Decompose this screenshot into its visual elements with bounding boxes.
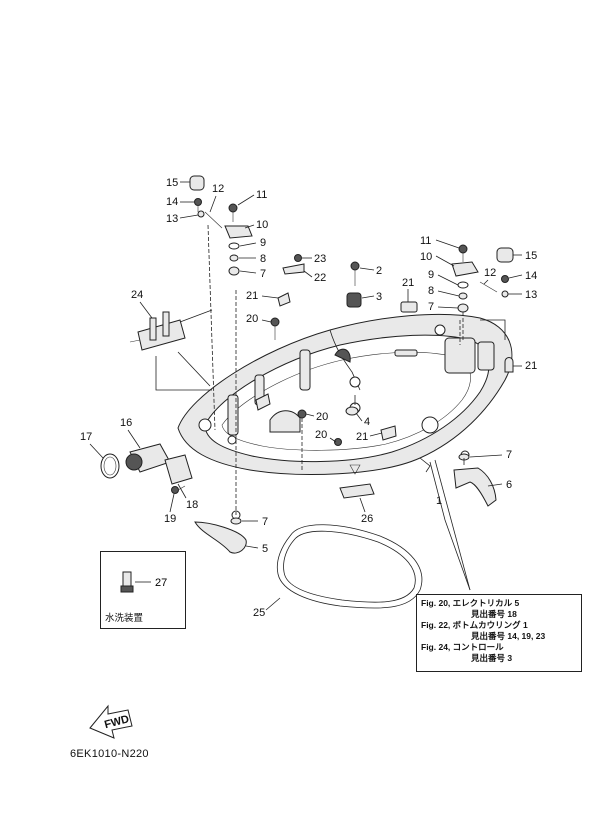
center-top-parts (270, 254, 514, 373)
gasket-25 (276, 524, 423, 609)
callout-15-left: 15 (166, 177, 178, 189)
hose-joint-icon: 27 (120, 571, 167, 593)
right-fastener-group (451, 244, 514, 313)
callout-14-right: 14 (525, 270, 537, 282)
callout-12-right: 12 (484, 267, 496, 279)
callout-10-right: 10 (420, 251, 432, 263)
ref-fig-24: Fig. 24, コントロール (421, 642, 504, 652)
callout-5: 5 (262, 543, 268, 555)
callout-25: 25 (253, 607, 265, 619)
callout-24: 24 (131, 289, 143, 301)
ref-fig-24-sub: 見出番号 3 (471, 653, 513, 663)
callout-3: 3 (376, 291, 382, 303)
bracket-24 (129, 309, 213, 351)
callout-21-right: 21 (525, 360, 537, 372)
ref-fig-22-sub: 見出番号 14, 19, 23 (471, 631, 546, 641)
callout-13-left: 13 (166, 213, 178, 225)
callout-8-right: 8 (428, 285, 434, 297)
drawing-code: 6EK1010-N220 (70, 748, 149, 760)
callout-1: 1 (436, 495, 442, 507)
callout-20-mid: 20 (316, 411, 328, 423)
callout-7-left: 7 (260, 268, 266, 280)
left-fastener-group (189, 175, 253, 276)
ref-fig-22: Fig. 22, ボトムカウリング 1 (421, 620, 528, 630)
callout-16: 16 (120, 417, 132, 429)
callout-2: 2 (376, 265, 382, 277)
callout-9-left: 9 (260, 237, 266, 249)
leader-lines (155, 224, 506, 591)
callout-27: 27 (155, 577, 167, 589)
callout-12-left: 12 (212, 183, 224, 195)
callout-8-left: 8 (260, 253, 266, 265)
flushing-device-box: 27 水洗装置 (100, 551, 186, 629)
callout-9-right: 9 (428, 269, 434, 281)
callout-21-top: 21 (402, 277, 414, 289)
callout-13-right: 13 (525, 289, 537, 301)
callout-21-center: 21 (246, 290, 258, 302)
callout-11-right: 11 (420, 235, 431, 247)
lower-parts (194, 453, 497, 554)
callout-11-left: 11 (256, 189, 267, 201)
ref-fig-20-sub: 見出番号 18 (471, 609, 517, 619)
callout-18: 18 (186, 499, 198, 511)
callout-19: 19 (164, 513, 176, 525)
callout-15-right: 15 (525, 250, 537, 262)
callout-20-top: 20 (246, 313, 258, 325)
callout-26: 26 (361, 513, 373, 525)
callout-7-low-left: 7 (262, 516, 268, 528)
fwd-arrow: FWD (89, 704, 133, 739)
callout-17: 17 (80, 431, 92, 443)
ref-fig-20: Fig. 20, エレクトリカル 5 (421, 598, 520, 608)
callout-7-low-right: 7 (506, 449, 512, 461)
callout-20-low: 20 (315, 429, 327, 441)
connector-16-17-18-19 (100, 443, 193, 494)
bottom-cowling (177, 313, 513, 520)
callout-14-left: 14 (166, 196, 178, 208)
reference-box: Fig. 20, エレクトリカル 5 見出番号 18 Fig. 22, ボトムカ… (416, 594, 582, 672)
callout-labels: 15 14 13 12 11 10 9 8 7 23 22 2 3 21 20 … (80, 177, 537, 619)
callout-4: 4 (364, 416, 370, 428)
callout-21-low: 21 (356, 431, 368, 443)
callout-6: 6 (506, 479, 512, 491)
callout-23: 23 (314, 253, 326, 265)
callout-10-left: 10 (256, 219, 268, 231)
callout-22: 22 (314, 272, 326, 284)
callout-7-right: 7 (428, 301, 434, 313)
flushing-device-label: 水洗装置 (105, 613, 144, 624)
